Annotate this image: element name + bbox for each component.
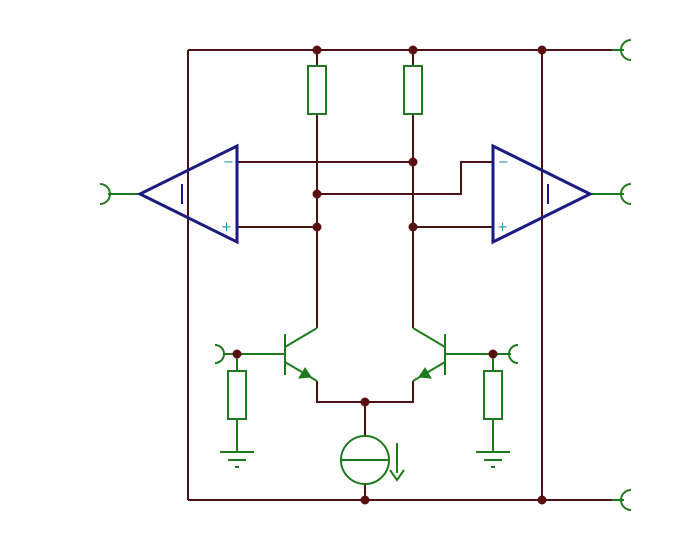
terminal-top-right[interactable] [620,39,632,61]
junction-node [408,222,418,232]
junction-node [488,349,498,359]
transistor-right [412,327,446,382]
opamp-left-minus-label: − [223,155,234,170]
junction-node [360,397,370,407]
junction-node [408,157,418,167]
terminal-output-right[interactable] [620,183,632,205]
ground-right-icon [476,451,510,468]
resistor-base-right [483,370,503,420]
opamp-right-minus-label: − [498,155,509,170]
resistor-load-left [307,65,327,115]
opamp-left: − + [136,143,239,245]
junction-node [360,495,370,505]
wires [187,49,612,501]
junction-nodes [232,45,547,505]
terminals [99,39,632,511]
junction-node [537,45,547,55]
junction-node [312,45,322,55]
emitter-arrow-right [418,367,432,379]
emitter-arrow-left [298,367,312,379]
ground-left-icon [220,451,254,468]
resistor-load-right [403,65,423,115]
opamp-right: − + [491,143,594,245]
junction-node [312,222,322,232]
junction-node [232,349,242,359]
resistor-base-left [227,370,247,420]
opamp-right-plus-label: + [497,220,508,235]
opamp-left-plus-label: + [221,220,232,235]
right-minus-wire [317,161,493,195]
transistor-left [284,327,318,382]
resistors [223,65,511,452]
current-source-icon [340,435,405,485]
junction-node [312,189,322,199]
terminal-base-left[interactable] [214,344,225,364]
junction-node [537,495,547,505]
terminal-output-left[interactable] [99,183,111,205]
terminal-bottom-right[interactable] [620,489,632,511]
junction-node [408,45,418,55]
